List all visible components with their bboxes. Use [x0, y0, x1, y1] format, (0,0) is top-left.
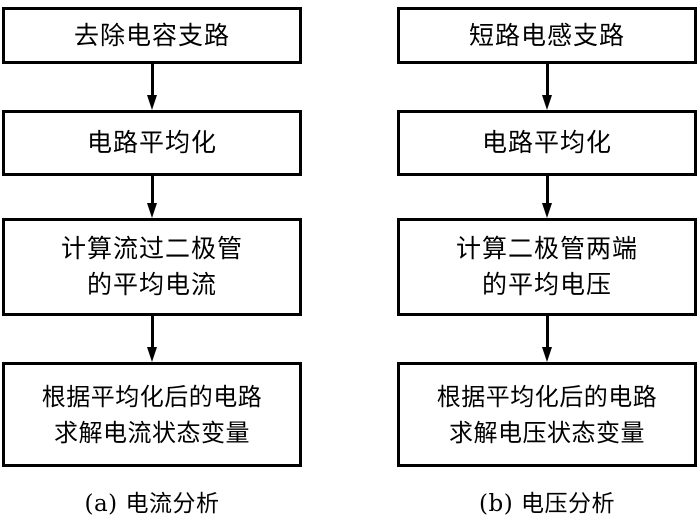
arrow-stem [546, 176, 549, 205]
flow-arrow-b1-to-b2 [542, 64, 552, 110]
flow-node-a3-label: 计算流过二极管 的平均电流 [60, 234, 243, 299]
arrow-head-down-icon [542, 347, 552, 362]
flow-node-a1-label: 去除电容支路 [73, 20, 230, 50]
flow-node-b4-label: 根据平均化后的电路 求解电压状态变量 [436, 382, 658, 447]
flow-arrow-a1-to-a2 [147, 64, 157, 110]
flow-node-a2: 电路平均化 [2, 110, 302, 176]
flow-node-b4: 根据平均化后的电路 求解电压状态变量 [397, 362, 697, 467]
flowchart-column-b: 短路电感支路 电路平均化 计算二极管两端 的平均电压 根据平均化后的电路 求解电… [397, 0, 697, 531]
flow-node-a1: 去除电容支路 [2, 7, 302, 64]
arrow-head-down-icon [147, 347, 157, 362]
arrow-stem [151, 64, 154, 97]
flow-arrow-b3-to-b4 [542, 316, 552, 362]
flow-node-b2: 电路平均化 [397, 110, 697, 176]
flow-node-a3: 计算流过二极管 的平均电流 [2, 218, 302, 316]
arrow-stem [151, 316, 154, 349]
subfigure-caption-b: (b) 电压分析 [479, 491, 615, 517]
flow-arrow-a2-to-a3 [147, 176, 157, 218]
flow-arrow-b2-to-b3 [542, 176, 552, 218]
arrow-head-down-icon [542, 203, 552, 218]
arrow-stem [546, 316, 549, 349]
arrow-head-down-icon [147, 95, 157, 110]
flowchart-column-a: 去除电容支路 电路平均化 计算流过二极管 的平均电流 根据平均化后的电路 求解电… [2, 0, 302, 531]
flow-node-b1-label: 短路电感支路 [468, 20, 625, 50]
flow-node-a4: 根据平均化后的电路 求解电流状态变量 [2, 362, 302, 467]
flow-node-b2-label: 电路平均化 [481, 128, 612, 157]
flow-arrow-a3-to-a4 [147, 316, 157, 362]
arrow-head-down-icon [147, 203, 157, 218]
arrow-head-down-icon [542, 95, 552, 110]
flow-node-a4-label: 根据平均化后的电路 求解电流状态变量 [41, 382, 263, 447]
flow-node-b3-label: 计算二极管两端 的平均电压 [455, 234, 638, 299]
flow-node-b3: 计算二极管两端 的平均电压 [397, 218, 697, 316]
subfigure-caption-a: (a) 电流分析 [84, 491, 220, 517]
arrow-stem [151, 176, 154, 205]
flow-node-b1: 短路电感支路 [397, 7, 697, 64]
flow-node-a2-label: 电路平均化 [86, 128, 217, 157]
arrow-stem [546, 64, 549, 97]
